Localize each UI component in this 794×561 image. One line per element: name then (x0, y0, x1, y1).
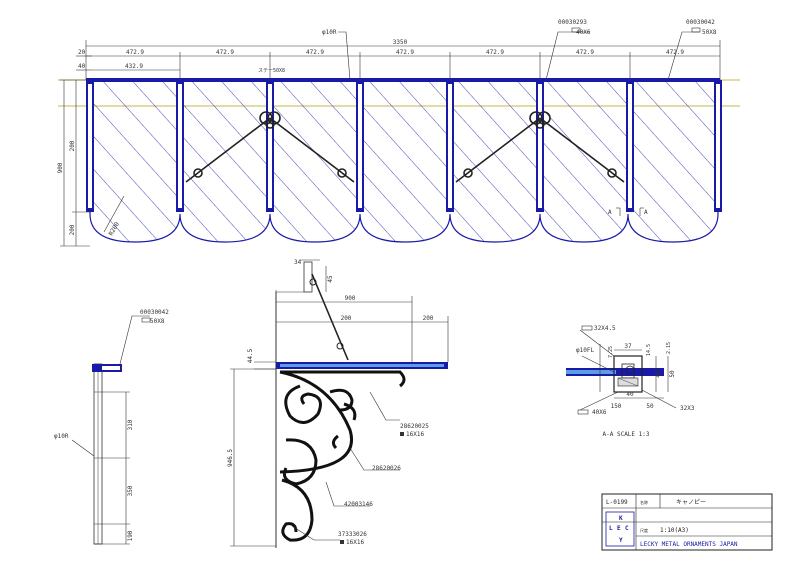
front-elevation: 3350 472.9 472.9 472.9 472.9 472.9 472.9… (57, 19, 740, 247)
upper-height-dim: 200 (69, 140, 76, 151)
canopy-glass-panel (89, 79, 719, 243)
section-dim: 37 (624, 343, 632, 350)
first-bay-inner-dim: 432.9 (125, 63, 143, 70)
section-mark-right: A (644, 209, 648, 216)
bracket-callout-code: 42003146 (344, 501, 373, 508)
side-dim: 190 (127, 530, 134, 541)
tie-rods (185, 111, 625, 183)
side-dim: 310 (127, 419, 134, 430)
bracket-height: 946.5 (227, 449, 234, 467)
bracket-top-dim: 34 (294, 259, 302, 266)
edge-dim: 40 (78, 63, 86, 70)
side-part-code: 00030042 (140, 309, 169, 316)
bay-width-dim: 472.9 (306, 49, 324, 56)
svg-text:K: K (619, 515, 623, 522)
title-block: L E C K Y L-0199 名称 キャノピー 尺度 1:10(A3) LE… (601, 493, 773, 551)
svg-text:L: L (609, 525, 613, 532)
bracket-callout-code: 28620025 (400, 423, 429, 430)
bracket-callout-code: 37333026 (338, 531, 367, 538)
side-dim: 350 (127, 485, 134, 496)
name-label: 名称 (640, 499, 648, 505)
section-top-label: 32X4.5 (594, 325, 616, 332)
part-a-size: 40X6 (576, 29, 591, 36)
bracket-callout-size: 16X16 (346, 539, 364, 546)
section-bottom-label: 40X6 (592, 409, 607, 416)
bay-width-dim: 472.9 (126, 49, 144, 56)
bracket-top-vert: 45 (327, 275, 334, 283)
section-mark-left: A (608, 209, 612, 216)
section-dim: 14.5 (646, 344, 652, 356)
bay-width-dim: 472.9 (216, 49, 234, 56)
section-dim: 40 (626, 391, 634, 398)
section-dim: 50 (646, 403, 654, 410)
part-a-code: 00030293 (558, 19, 587, 26)
svg-text:Y: Y (619, 537, 623, 544)
drawing-number: L-0199 (606, 499, 628, 506)
section-dim: 7.25 (608, 346, 614, 358)
bracket-view: 34 45 900 200 200 44.5 946.5 28620025 16… (227, 259, 449, 548)
section-a-a: 32X4.5 φ10FL 40X6 32X3 37 7.25 14.5 2.15… (566, 325, 695, 438)
bay-width-dim: 472.9 (576, 49, 594, 56)
company-name: LECKY METAL ORNAMENTS JAPAN (640, 541, 738, 548)
bracket-projection: 900 (345, 295, 356, 302)
bracket-tip-dim: 200 (423, 315, 434, 322)
ornamental-bracket (279, 370, 406, 542)
side-part-size: 50X8 (150, 318, 165, 325)
bay-width-dim: 472.9 (666, 49, 684, 56)
total-height-dim: 900 (57, 162, 64, 173)
bay-width-dim: 472.9 (486, 49, 504, 56)
section-dim: 2.15 (666, 342, 672, 354)
side-view: 00030042 50X8 φ10R 310 350 190 (54, 309, 169, 545)
bracket-left-dim: 44.5 (247, 348, 254, 363)
overall-width-dim: 3350 (393, 39, 408, 46)
part-b-size: 50X8 (702, 29, 717, 36)
section-dim: 150 (611, 403, 622, 410)
company-logo (605, 511, 635, 547)
svg-text:E: E (617, 525, 621, 532)
rod-callout: φ10R (322, 29, 337, 36)
bracket-inner-dim: 200 (341, 315, 352, 322)
section-dim: 50 (669, 370, 676, 378)
bracket-callout-size: 16X16 (406, 431, 424, 438)
top-rail (86, 78, 720, 82)
edge-dim: 20 (78, 49, 86, 56)
lower-height-dim: 200 (69, 224, 76, 235)
section-right-label: 32X3 (680, 405, 695, 412)
part-b-code: 00030042 (686, 19, 715, 26)
bracket-callout-code: 28620026 (372, 465, 401, 472)
section-rod-label: φ10FL (576, 347, 594, 354)
section-caption: A-A SCALE 1:3 (603, 431, 650, 438)
bay-width-dim: 472.9 (396, 49, 414, 56)
scale-label: 尺度 (640, 527, 648, 533)
svg-text:C: C (625, 525, 629, 532)
drawing-scale: 1:10(A3) (660, 527, 689, 534)
side-rod-label: φ10R (54, 433, 69, 440)
section-dim: 48 (655, 370, 662, 378)
drawing-name: キャノピー (676, 499, 706, 506)
gusset-note: ステー50X8 (258, 68, 285, 74)
